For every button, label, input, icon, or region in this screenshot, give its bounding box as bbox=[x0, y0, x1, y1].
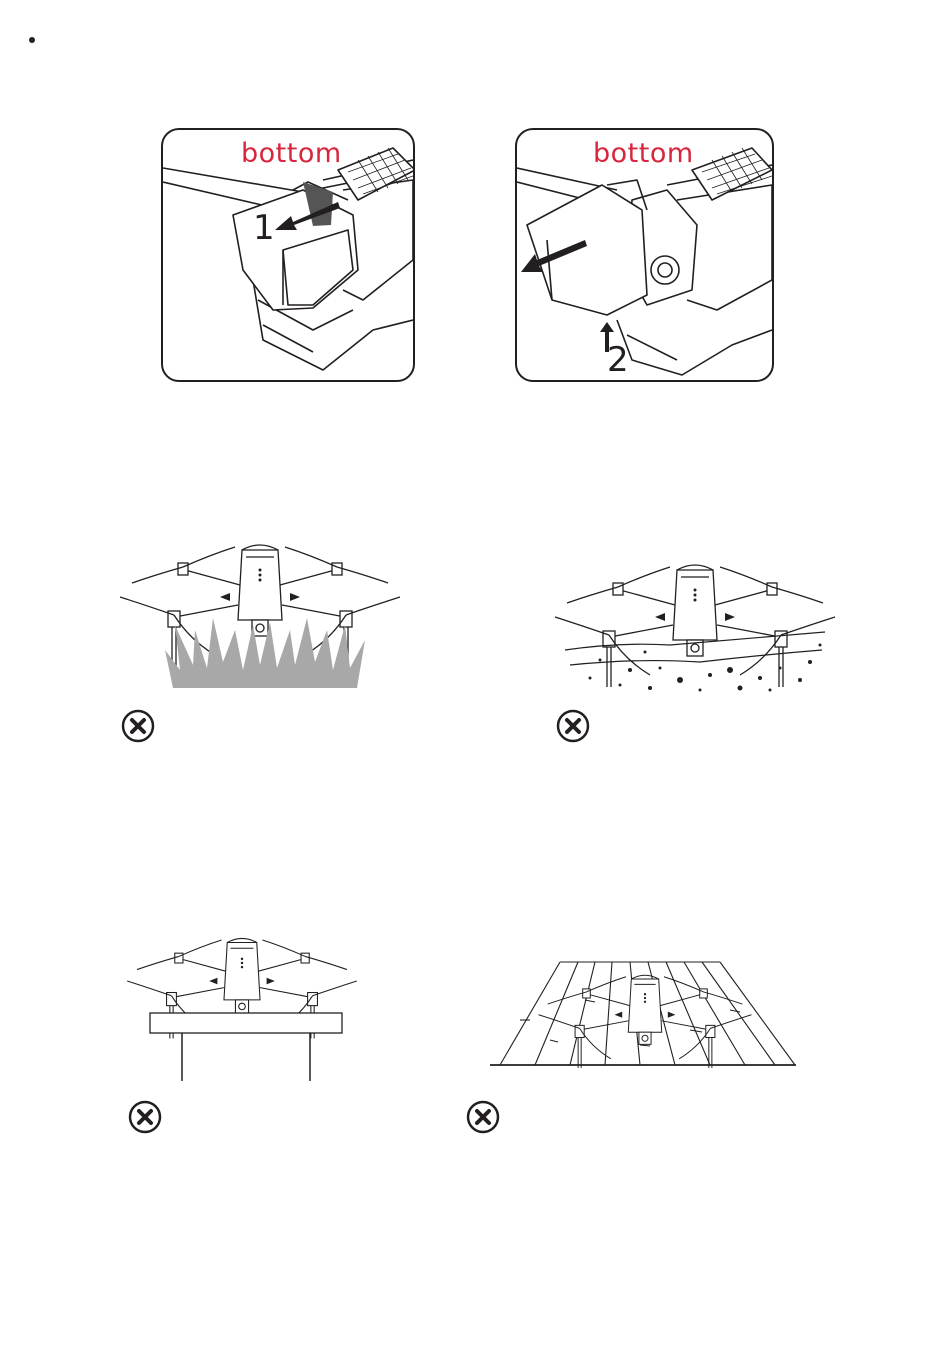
x-circle-icon bbox=[556, 709, 590, 743]
bullet-dot bbox=[29, 37, 35, 43]
bottom-label: bottom bbox=[593, 138, 694, 169]
step-number: 2 bbox=[607, 340, 629, 380]
drone-on-table-illustration bbox=[140, 925, 355, 1085]
drone-on-grass-illustration bbox=[125, 530, 395, 695]
x-circle-icon bbox=[121, 709, 155, 743]
bottom-label: bottom bbox=[241, 138, 342, 169]
x-circle-icon bbox=[128, 1100, 162, 1134]
gimbal-cover-step-2-panel: bottom 2 bbox=[515, 128, 774, 382]
gimbal-cover-step-1-panel: bottom 1 bbox=[161, 128, 415, 382]
drone-on-wood-floor-illustration bbox=[490, 960, 800, 1070]
step-number: 1 bbox=[253, 208, 275, 248]
drone-on-sand-illustration bbox=[560, 550, 830, 700]
x-circle-icon bbox=[466, 1100, 500, 1134]
